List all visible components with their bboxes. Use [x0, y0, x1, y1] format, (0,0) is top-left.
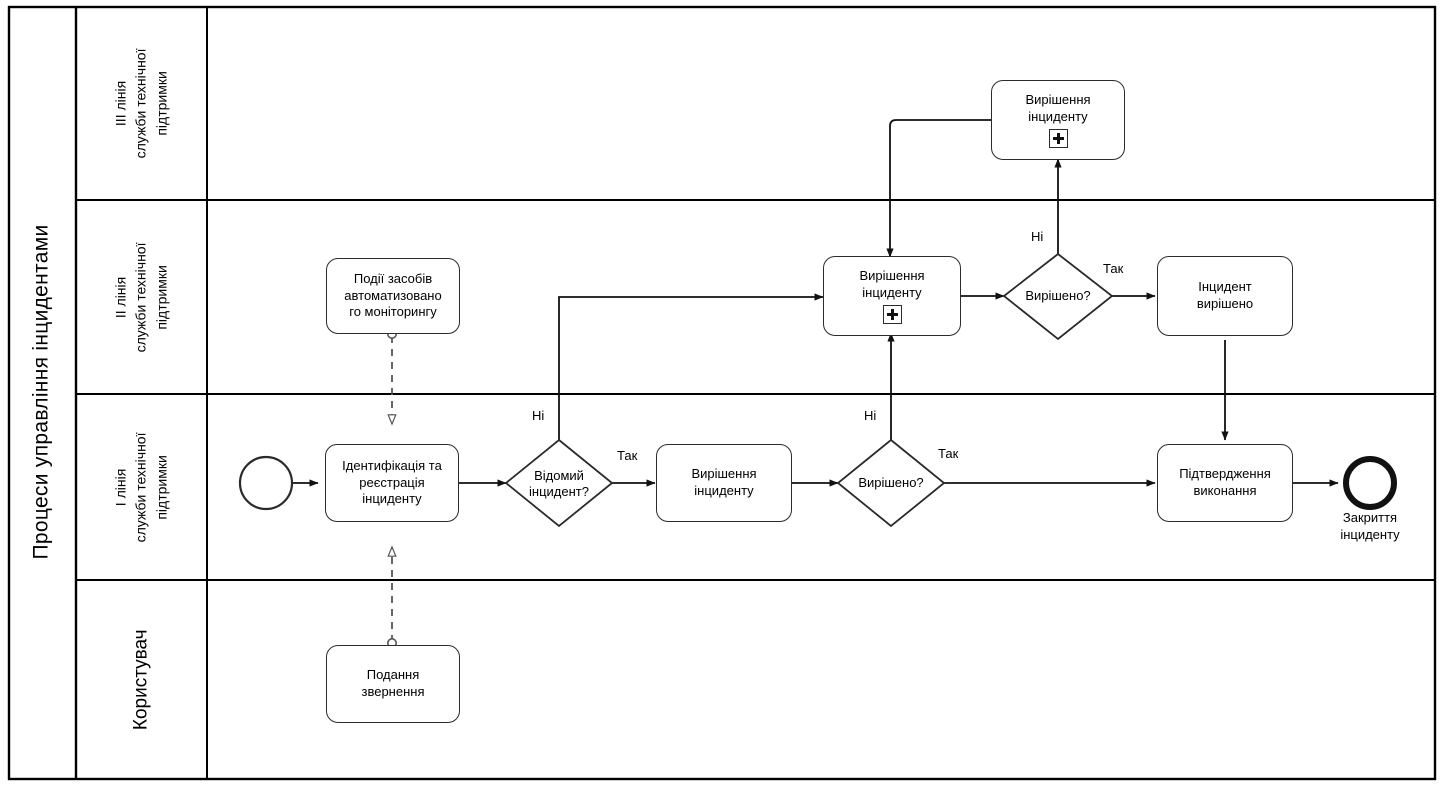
task-resolve-incident-l1[interactable]: Вирішення інциденту	[656, 444, 792, 522]
gateway-resolved-l1	[836, 438, 946, 528]
task-monitoring-events-label: Події засобів автоматизовано го монітори…	[344, 270, 442, 320]
flow-resolve-l3-to-resolve-l2	[886, 119, 991, 258]
lane-title-user-text: Користувач	[130, 629, 152, 730]
lane-title-line1-text: I лінія служби технічної підтримки	[112, 432, 170, 542]
task-register-incident-label: Ідентифікація та реєстрація інциденту	[342, 457, 442, 507]
flow-label-known-no: Ні	[532, 408, 545, 423]
end-event-shape	[1343, 456, 1397, 510]
task-incident-resolved-label: Інцидент вирішено	[1196, 279, 1254, 311]
task-submit-request-label: Подання звернення	[361, 667, 425, 699]
task-resolve-incident-l1-label: Вирішення інциденту	[691, 466, 757, 498]
subprocess-plus-icon-l2	[882, 304, 902, 324]
task-register-incident[interactable]: Ідентифікація та реєстрація інциденту	[325, 444, 459, 522]
gateway-resolved-l2	[1002, 252, 1114, 341]
flow-label-resolved-l2-yes: Так	[1103, 261, 1124, 276]
flow-known-no-to-resolve-l2	[558, 293, 824, 440]
gateway-known-incident	[504, 438, 614, 528]
lane-title-line1: I лінія служби технічної підтримки	[76, 394, 206, 580]
task-confirm-completion[interactable]: Підтвердження виконання	[1157, 444, 1293, 522]
task-resolve-incident-l2[interactable]: Вирішення інциденту	[823, 256, 961, 336]
flow-label-resolved-l1-no: Ні	[864, 408, 877, 423]
task-resolve-incident-l2-label: Вирішення інциденту	[859, 268, 925, 300]
task-monitoring-events[interactable]: Події засобів автоматизовано го монітори…	[326, 258, 460, 334]
task-resolve-incident-l3-label: Вирішення інциденту	[1025, 92, 1091, 124]
flow-label-resolved-l1-yes: Так	[938, 446, 959, 461]
task-incident-resolved[interactable]: Інцидент вирішено	[1157, 256, 1293, 336]
lane-title-user: Користувач	[76, 580, 206, 779]
lane-title-line3: III лінія служби технічної підтримки	[76, 7, 206, 200]
lane-title-line2: II лінія служби технічної підтримки	[76, 200, 206, 394]
end-event-label: Закриття інциденту	[1340, 510, 1400, 542]
start-event[interactable]	[240, 457, 292, 509]
pool-title-text: Процеси управління інцидентами	[29, 224, 52, 560]
lane-title-line3-text: III лінія служби технічної підтримки	[112, 48, 170, 159]
pool-title: Процеси управління інцидентами	[8, 6, 74, 778]
task-confirm-completion-label: Підтвердження виконання	[1179, 466, 1271, 498]
end-event[interactable]	[1346, 459, 1394, 507]
task-submit-request[interactable]: Подання звернення	[326, 645, 460, 723]
flow-label-resolved-l2-no: Ні	[1031, 229, 1044, 244]
lane-dividers	[76, 199, 1435, 581]
start-event-shape	[238, 455, 294, 511]
task-resolve-incident-l3[interactable]: Вирішення інциденту	[991, 80, 1125, 160]
flow-label-known-yes: Так	[617, 448, 638, 463]
lane-title-line2-text: II лінія служби технічної підтримки	[112, 242, 170, 352]
subprocess-plus-icon-l3	[1048, 128, 1068, 148]
